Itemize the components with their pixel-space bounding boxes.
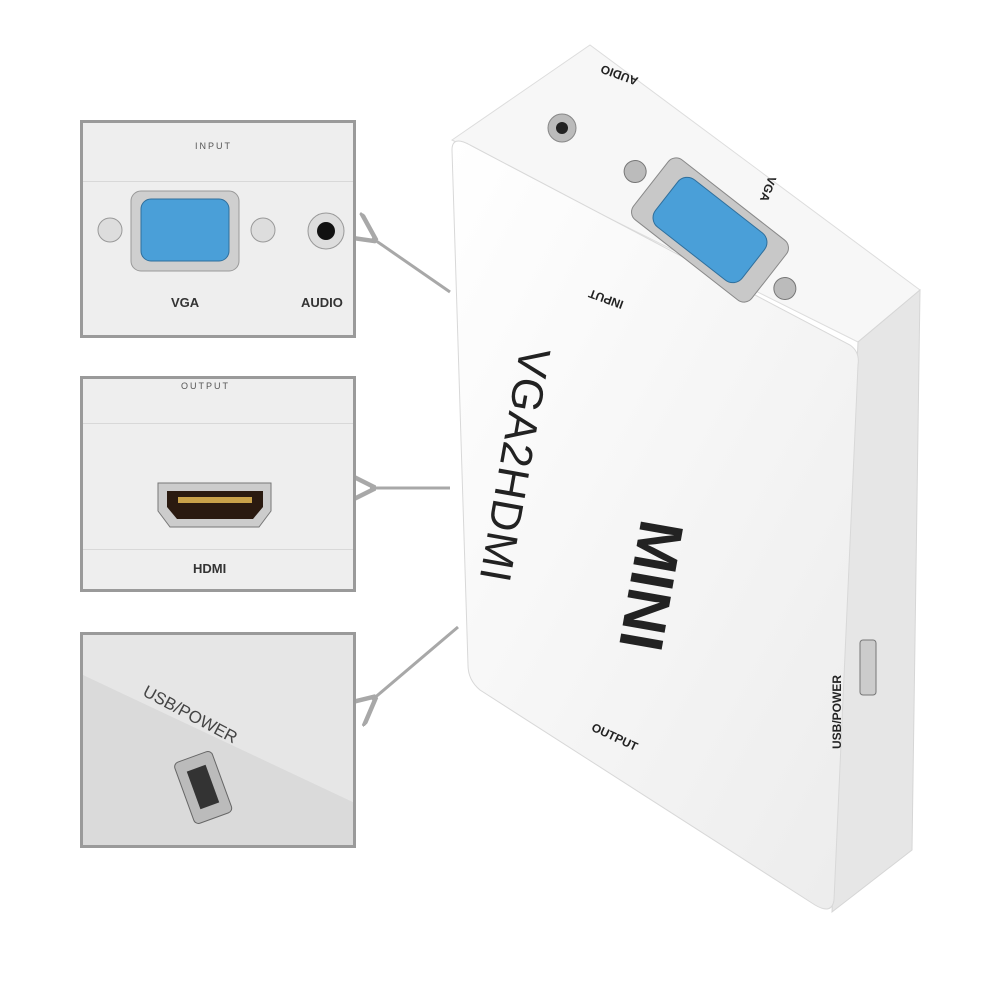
- device-front-face: [451, 140, 859, 910]
- inset-input-ports: INPUT VGA AUDIO: [80, 120, 356, 338]
- arrow-power: [372, 625, 459, 700]
- inset-vga-label: VGA: [171, 295, 200, 310]
- vga-connector: [140, 198, 230, 262]
- hdmi-port: [157, 482, 272, 528]
- device-usb-label: USB/POWER: [830, 674, 845, 750]
- vga-audio-ports: [97, 190, 345, 272]
- inset-hdmi-label: HDMI: [193, 561, 227, 576]
- inset-output-port: OUTPUT HDMI: [80, 376, 356, 592]
- usb-port: [859, 639, 877, 696]
- audio-jack-hole: [556, 122, 568, 134]
- inset-output-header: OUTPUT: [181, 381, 230, 391]
- inset-input-header: INPUT: [195, 141, 232, 151]
- inset-usb-power: USB/POWER: [80, 632, 356, 848]
- arrow-input: [372, 238, 451, 294]
- vga-port: [623, 157, 797, 303]
- inset-audio-label: AUDIO: [301, 295, 343, 310]
- usb-power-port: [83, 675, 353, 845]
